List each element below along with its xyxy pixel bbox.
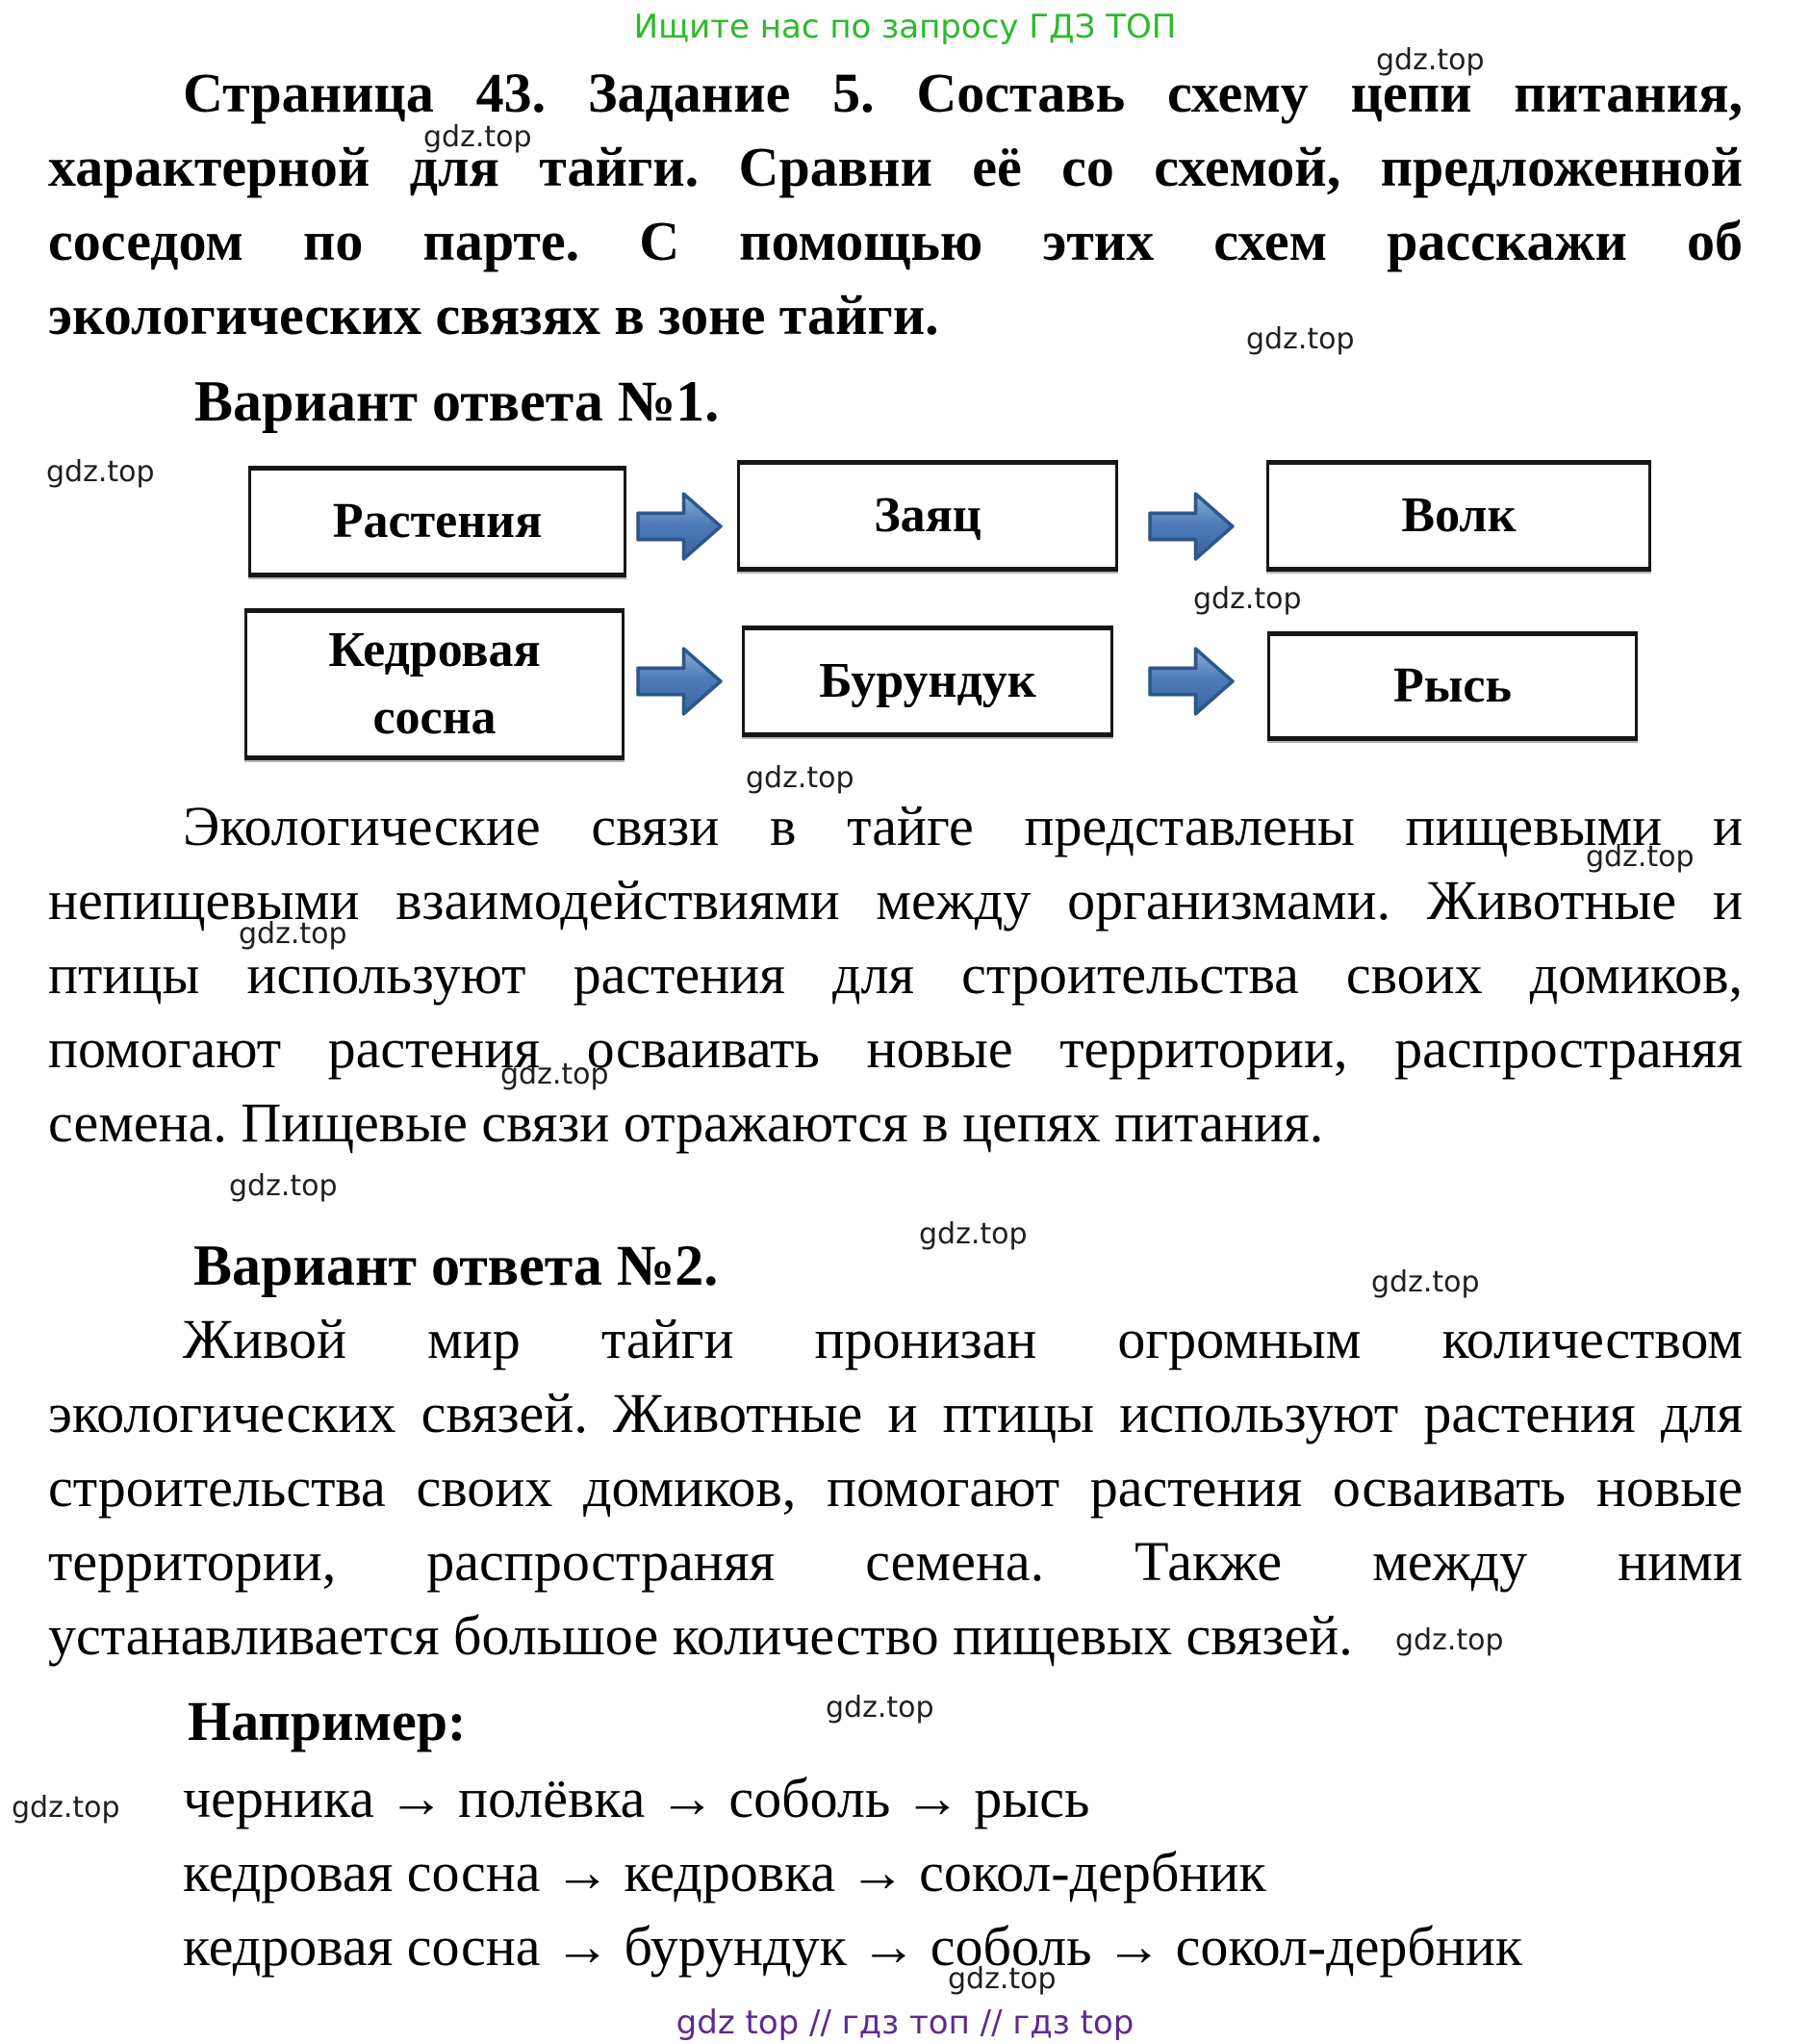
food-chain-diagram: Растения Заяц Волк Кедровая сосна Бурунд… — [0, 452, 1810, 775]
watermark: gdz.top — [826, 1691, 934, 1725]
watermark: gdz.top — [423, 120, 532, 154]
arrow-right-icon — [636, 647, 723, 716]
task-title: Страница 43. Задание 5. Составь схему це… — [48, 56, 1743, 352]
watermark: gdz.top — [746, 761, 854, 795]
answer2-paragraph: Живой мир тайги пронизан огромным количе… — [48, 1302, 1743, 1673]
watermark: gdz.top — [1371, 1265, 1480, 1299]
watermark: gdz.top — [1586, 840, 1695, 874]
arrow-right-icon — [1148, 647, 1235, 716]
food-chain-text: кедровая сосна → кедровка → сокол-дербни… — [183, 1841, 1266, 1903]
title-line: характерной для тайги. Сравни её со схем… — [48, 136, 1743, 198]
paragraph-line: Живой мир тайги пронизан огромным количе… — [183, 1308, 1743, 1370]
footer-links: gdz top // гдз топ // гдз top — [676, 2004, 1134, 2042]
watermark: gdz.top — [12, 1791, 120, 1825]
food-chain-text: кедровая сосна → бурундук → соболь → сок… — [183, 1915, 1523, 1978]
paragraph-line: помогают растения осваивать новые террит… — [48, 1017, 1743, 1080]
food-chain-box: Растения — [248, 466, 626, 577]
food-chain-box: Бурундук — [742, 626, 1113, 737]
food-chain-box: Волк — [1266, 460, 1651, 572]
watermark: gdz.top — [1376, 43, 1485, 77]
food-chain-box: Кедровая сосна — [244, 608, 625, 760]
paragraph-line: птицы используют растения для строительс… — [48, 943, 1743, 1006]
watermark: gdz.top — [239, 917, 347, 951]
watermark: gdz.top — [229, 1169, 338, 1203]
title-line: экологических связях в зоне тайги. — [48, 284, 939, 346]
arrow-right-icon — [1148, 492, 1235, 561]
paragraph-line: непищевыми взаимодействиями между органи… — [48, 869, 1743, 932]
answer1-heading: Вариант ответа №1. — [194, 370, 720, 433]
title-line: соседом по парте. С помощью этих схем ра… — [48, 210, 1743, 272]
paragraph-line: семена. Пищевые связи отражаются в цепях… — [48, 1091, 1324, 1154]
food-chain-examples: черника → полёвка → соболь → рысь кедров… — [183, 1761, 1522, 1983]
watermark: gdz.top — [1395, 1623, 1504, 1657]
paragraph-line: Экологические связи в тайге представлены… — [183, 795, 1743, 857]
watermark: gdz.top — [46, 455, 155, 489]
title-line: Страница 43. Задание 5. Составь схему це… — [183, 62, 1743, 124]
answer1-paragraph: Экологические связи в тайге представлены… — [48, 789, 1743, 1160]
arrow-right-icon — [636, 492, 723, 561]
paragraph-line: устанавливается большое количество пищев… — [48, 1604, 1353, 1667]
paragraph-line: экологических связей. Животные и птицы и… — [48, 1382, 1743, 1444]
watermark: gdz.top — [500, 1058, 609, 1091]
answer2-heading: Вариант ответа №2. — [193, 1234, 719, 1297]
watermark: gdz.top — [1246, 322, 1355, 356]
food-chain-box: Рысь — [1267, 631, 1638, 741]
watermark: gdz.top — [948, 1962, 1057, 1996]
food-chain-box: Заяц — [737, 460, 1118, 572]
watermark: gdz.top — [1193, 582, 1302, 616]
watermark: gdz.top — [919, 1217, 1028, 1251]
food-chain-text: черника → полёвка → соболь → рысь — [183, 1767, 1090, 1829]
examples-heading: Например: — [188, 1690, 467, 1752]
paragraph-line: территории, распространяя семена. Также … — [48, 1530, 1743, 1593]
promo-banner: Ищите нас по запросу ГДЗ ТОП — [633, 8, 1177, 46]
paragraph-line: строительства своих домиков, помогают ра… — [48, 1456, 1743, 1519]
